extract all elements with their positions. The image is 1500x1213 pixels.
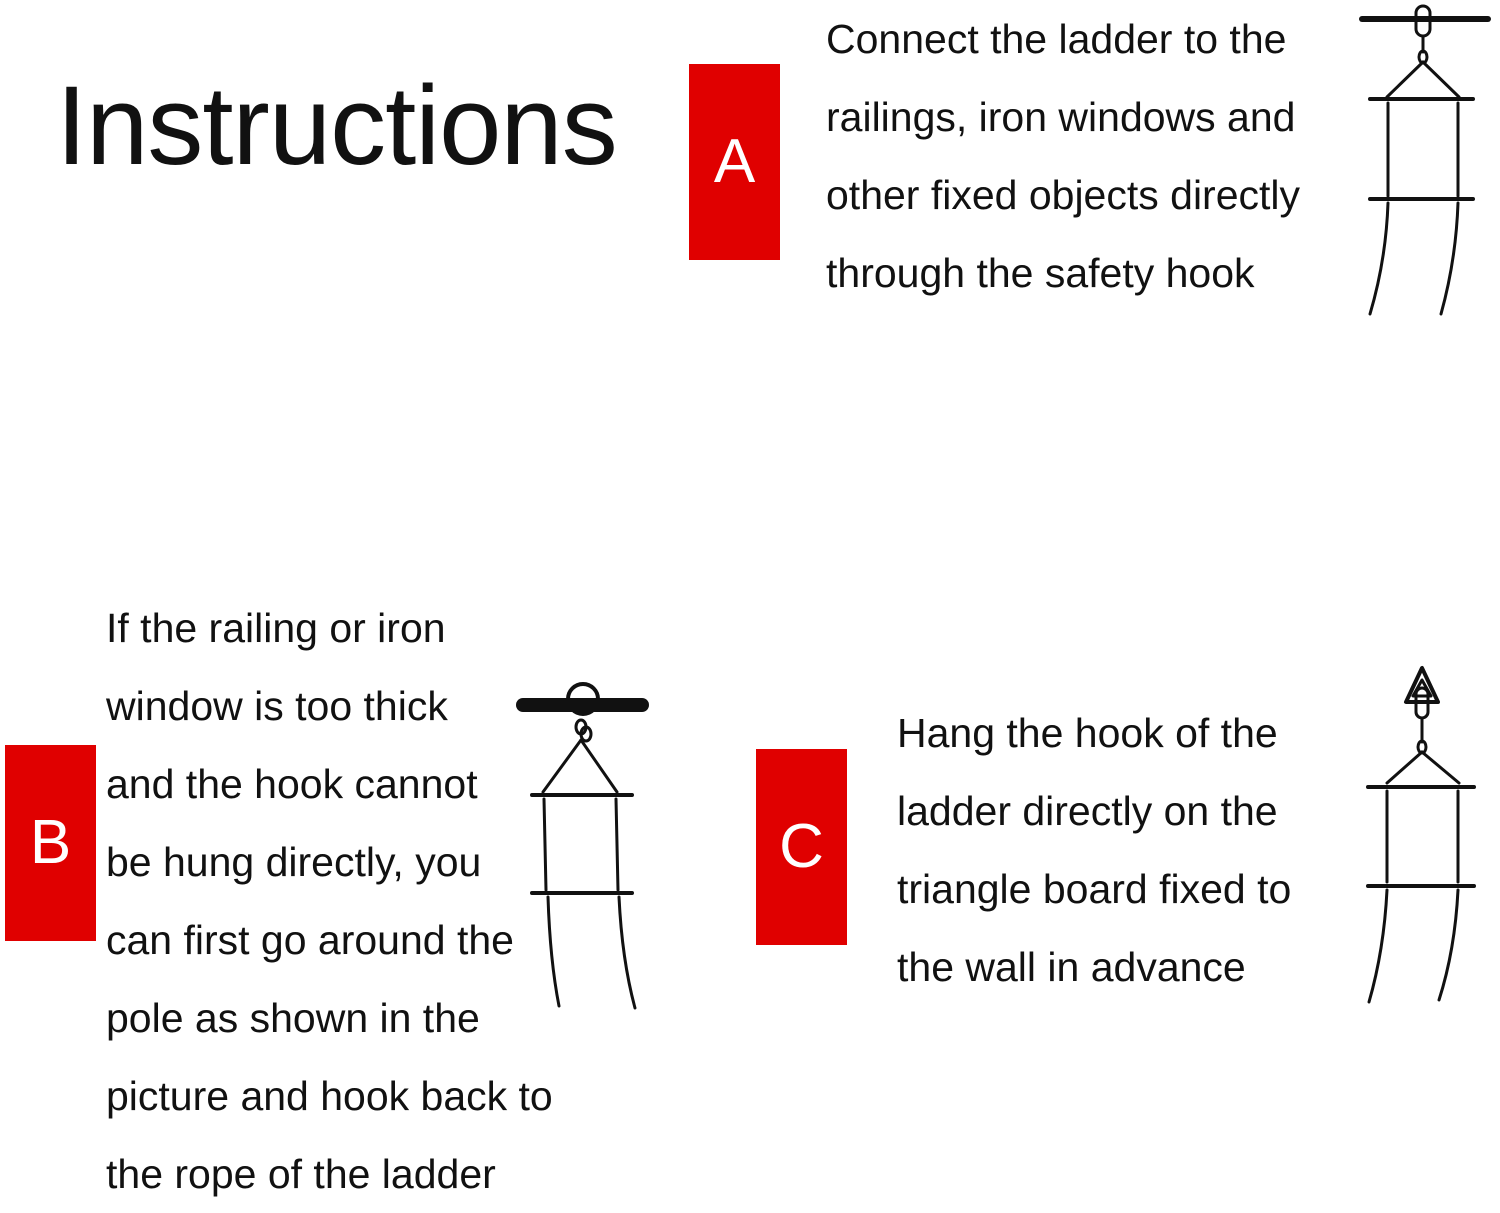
page-title: Instructions: [56, 63, 618, 188]
step-a-badge: A: [689, 64, 780, 260]
step-c-line: the wall in advance: [897, 944, 1246, 990]
step-b-line: and the hook cannot: [106, 761, 478, 807]
step-c-letter: C: [779, 812, 824, 881]
step-b-line: can first go around the: [106, 917, 514, 963]
step-a-line: other fixed objects directly: [826, 172, 1301, 218]
step-b-line: picture and hook back to: [106, 1073, 553, 1119]
step-a-letter: A: [713, 127, 756, 196]
step-b-text: If the railing or iron window is too thi…: [106, 589, 553, 1213]
step-c-text: Hang the hook of the ladder directly on …: [897, 694, 1291, 1006]
step-b-letter: B: [29, 808, 72, 877]
step-c-badge: C: [756, 749, 847, 945]
ladder-loop-around-thick-pole-icon: [516, 682, 649, 1010]
ladder-hook-on-triangle-board-icon: [1366, 666, 1476, 1004]
ladder-hook-on-thin-bar-icon: [1359, 4, 1491, 316]
step-b-line: window is too thick: [106, 683, 448, 729]
step-b-line: pole as shown in the: [106, 995, 480, 1041]
step-a-line: Connect the ladder to the: [826, 16, 1287, 62]
step-a-line: through the safety hook: [826, 250, 1255, 296]
step-b-line: If the railing or iron: [106, 605, 446, 651]
step-c-line: ladder directly on the: [897, 788, 1278, 834]
step-a-line: railings, iron windows and: [826, 94, 1296, 140]
step-b-line: be hung directly, you: [106, 839, 482, 885]
step-c-line: Hang the hook of the: [897, 710, 1278, 756]
step-b-badge: B: [5, 745, 96, 941]
step-b-line: the rope of the ladder: [106, 1151, 496, 1197]
step-c-line: triangle board fixed to: [897, 866, 1292, 912]
step-a-text: Connect the ladder to the railings, iron…: [826, 0, 1300, 312]
